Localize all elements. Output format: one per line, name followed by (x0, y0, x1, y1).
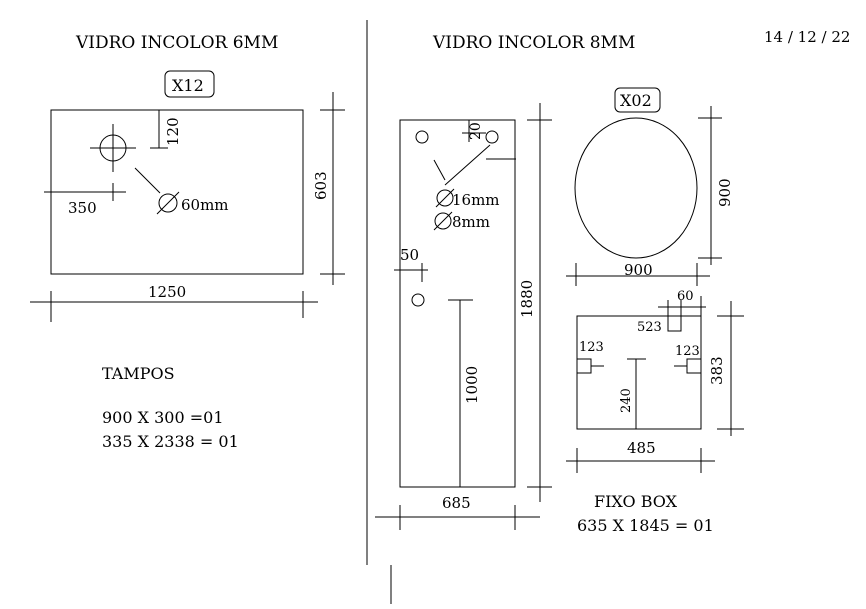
hole-diameter-label: 60mm (181, 196, 229, 214)
leader-16mm (433, 159, 446, 181)
dim-60-label: 60 (677, 289, 694, 304)
tampos-title: TAMPOS (102, 364, 175, 383)
square-panel: 60 523 123 123 240 383 485 (566, 289, 744, 473)
hole-leader (134, 167, 161, 194)
tall-panel: 20 16mm 8mm 50 1000 1880 685 (375, 103, 552, 530)
qty-badge-x12 (164, 70, 215, 98)
dim-1250-label: 1250 (148, 283, 186, 301)
top-notch (667, 315, 682, 332)
dim-1000-label: 1000 (463, 366, 481, 404)
qty-badge-x02-label: X02 (620, 91, 652, 110)
dim-20-label: 20 (468, 122, 484, 140)
hole-top-left (415, 130, 429, 144)
right-panel-title: VIDRO INCOLOR 8MM (432, 33, 635, 53)
dim-900-v-label: 900 (716, 178, 734, 207)
dim-50-label: 50 (400, 246, 419, 264)
leader-8mm (444, 144, 491, 186)
tampos-line-2: 335 X 2338 = 01 (102, 432, 239, 451)
oval-mirror: X02 900 900 (566, 87, 734, 286)
glass-panel-8mm (399, 119, 516, 488)
diameter-slash-16 (435, 188, 455, 208)
diameter-slash-8 (433, 211, 453, 231)
hole-16mm-label: 16mm (452, 191, 500, 209)
right-cut (686, 358, 702, 374)
left-panel-title: VIDRO INCOLOR 6MM (75, 33, 278, 53)
left-panel: VIDRO INCOLOR 6MM X12 120 350 60mm 603 1… (30, 33, 345, 322)
qty-badge-x12-label: X12 (172, 76, 204, 95)
right-cut-label: 123 (675, 344, 700, 359)
oval-shape (574, 117, 698, 259)
dim-685-label: 685 (442, 494, 471, 512)
dim-603-label: 603 (312, 171, 330, 200)
qty-badge-x02 (614, 87, 661, 113)
fixo-box-title: FIXO BOX (594, 492, 678, 511)
diameter-slash (156, 191, 180, 215)
dim-350-label: 350 (68, 199, 97, 217)
fixo-box-notes: FIXO BOX 635 X 1845 = 01 (577, 492, 714, 535)
hole-lower (411, 293, 425, 307)
date-label: 14 / 12 / 22 (764, 28, 850, 46)
left-cut-label: 123 (579, 340, 604, 355)
diameter-symbol-8 (434, 212, 452, 230)
dim-1880-label: 1880 (518, 280, 536, 318)
diameter-symbol-16 (436, 189, 454, 207)
dim-900-h-label: 900 (624, 261, 653, 279)
dim-523-label: 523 (637, 320, 662, 335)
dim-120-label: 120 (164, 117, 182, 146)
diameter-symbol (158, 193, 178, 213)
dim-240-label: 240 (619, 388, 634, 413)
hole-top-right (485, 130, 499, 144)
dim-383-label: 383 (708, 356, 726, 385)
tampos-line-1: 900 X 300 =01 (102, 408, 224, 427)
fixo-box-line: 635 X 1845 = 01 (577, 516, 714, 535)
dim-485-label: 485 (627, 439, 656, 457)
hole-8mm-label: 8mm (452, 213, 490, 231)
left-cut (576, 358, 592, 374)
tampos-notes: TAMPOS 900 X 300 =01 335 X 2338 = 01 (102, 364, 239, 451)
